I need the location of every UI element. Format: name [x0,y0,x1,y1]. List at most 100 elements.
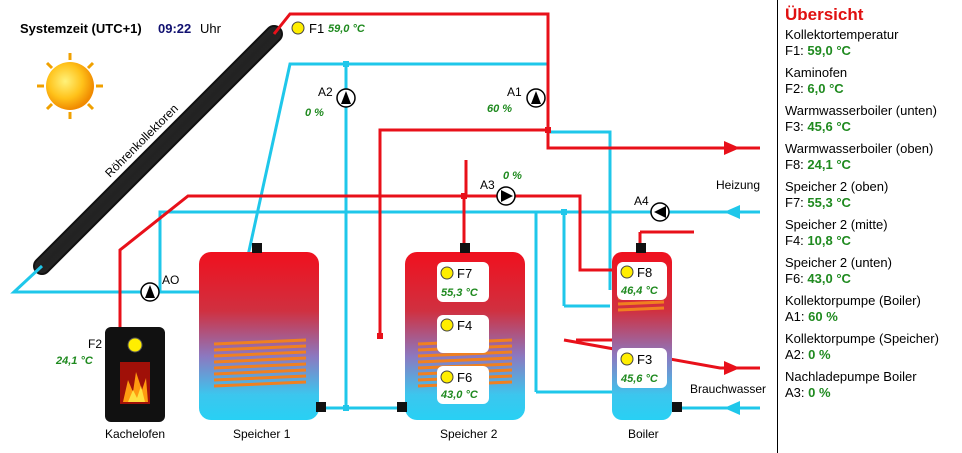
systemzeit-label: Systemzeit (UTC+1) [20,21,142,36]
time-unit: Uhr [200,21,222,36]
brauchwasser-label: Brauchwasser [690,382,766,396]
overview-item-value: 60 % [808,309,838,324]
sensor-f7-value: 55,3 °C [441,287,479,299]
sensor-f3-value: 45,6 °C [620,373,659,385]
sensor-f8-label: F8 [637,265,652,280]
overview-item-reading: F8: 24,1 °C [785,157,851,172]
pump-a2[interactable]: A2 0 % [305,85,356,119]
overview-item-reading: F3: 45,6 °C [785,119,851,134]
sensor-f7: F7 55,3 °C [437,262,489,302]
overview-item-title: Speicher 2 (mitte) [785,217,888,232]
brauchwasser-out-arrow [724,361,740,375]
pump-a3-value: 0 % [503,170,522,182]
sensor-f2-value: 24,1 °C [55,355,94,367]
overview-item-value: 55,3 °C [807,195,851,210]
sensor-f2-label: F2 [88,337,102,351]
sun-icon [37,53,103,119]
overview-item-key: F6: [785,271,804,286]
overview-item: Kollektorpumpe (Boiler)A1: 60 % [785,293,962,325]
overview-item-reading: F2: 6,0 °C [785,81,844,96]
sensor-f2: F2 24,1 °C [55,337,102,367]
overview-item-title: Kaminofen [785,65,848,80]
overview-item-key: F8: [785,157,804,172]
overview-item-title: Kollektorpumpe (Boiler) [785,293,921,308]
pump-a1[interactable]: A1 60 % [487,85,546,115]
pump-ao[interactable]: AO [140,273,179,302]
sensor-f1: F1 59,0 °C [291,21,366,36]
overview-item-title: Speicher 2 (unten) [785,255,892,270]
overview-item-value: 0 % [808,385,831,400]
overview-item-key: A1: [785,309,805,324]
overview-item-key: F7: [785,195,804,210]
roehrenkollektor: Röhrenkollektoren [33,25,283,275]
system-time: 09:22 [158,21,191,36]
overview-item: Warmwasserboiler (unten)F3: 45,6 °C [785,103,962,135]
sensor-f6-label: F6 [457,370,472,385]
overview-item-title: Kollektortemperatur [785,27,899,42]
pump-a1-value: 60 % [487,103,512,115]
overview-item-value: 0 % [808,347,831,362]
sensor-f3-label: F3 [637,352,652,367]
overview-item: Kollektorpumpe (Speicher)A2: 0 % [785,331,962,363]
sensor-f3: F3 45,6 °C [617,348,667,388]
overview-item-title: Speicher 2 (oben) [785,179,889,194]
overview-item-reading: F7: 55,3 °C [785,195,851,210]
pump-a1-label: A1 [507,85,522,99]
overview-item-value: 43,0 °C [807,271,851,286]
brauchwasser-in-arrow [724,401,740,415]
overview-item-value: 6,0 °C [807,81,844,96]
kachelofen-label: Kachelofen [105,427,165,441]
pump-a2-label: A2 [318,85,333,99]
overview-item-reading: A1: 60 % [785,309,838,324]
junctions [343,61,567,411]
sensor-f1-label: F1 [309,21,324,36]
overview-item-value: 59,0 °C [807,43,851,58]
overview-item-title: Warmwasserboiler (oben) [785,141,934,156]
speicher1-label: Speicher 1 [233,427,291,441]
overview-item: Warmwasserboiler (oben)F8: 24,1 °C [785,141,962,173]
heizung-out-arrow [724,141,740,155]
pump-a3[interactable]: A3 0 % [480,170,522,206]
overview-item-key: F3: [785,119,804,134]
overview-item-key: A3: [785,385,805,400]
overview-item: Speicher 2 (unten)F6: 43,0 °C [785,255,962,287]
overview-item-key: F4: [785,233,804,248]
overview-item-reading: F1: 59,0 °C [785,43,851,58]
overview-item-reading: F6: 43,0 °C [785,271,851,286]
speicher1-tank: Speicher 1 [199,243,326,441]
overview-item-key: A2: [785,347,805,362]
sensor-f4-label: F4 [457,318,472,333]
overview-title: Übersicht [785,5,864,24]
overview-item-reading: F4: 10,8 °C [785,233,851,248]
overview-item-value: 10,8 °C [807,233,851,248]
sensor-f6-value: 43,0 °C [440,389,479,401]
sensor-f1-value: 59,0 °C [328,23,366,35]
overview-item-reading: A3: 0 % [785,385,831,400]
pump-a4[interactable]: A4 [634,194,670,222]
boiler-label: Boiler [628,427,659,441]
pump-a4-label: A4 [634,194,649,208]
overview-item-title: Kollektorpumpe (Speicher) [785,331,939,346]
overview-item-key: F1: [785,43,804,58]
sensor-f8: F8 46,4 °C [617,262,667,300]
heizung-return-arrow [724,205,740,219]
overview-item-value: 45,6 °C [807,119,851,134]
pump-a3-label: A3 [480,178,495,192]
sensor-f4: F4 [437,315,489,353]
pump-a2-value: 0 % [305,107,324,119]
overview-item-value: 24,1 °C [807,157,851,172]
speicher2-label: Speicher 2 [440,427,498,441]
kachelofen-stove: Kachelofen [105,327,165,441]
sensor-f8-value: 46,4 °C [620,285,659,297]
heizung-label: Heizung [716,178,760,192]
overview-item-key: F2: [785,81,804,96]
pump-ao-label: AO [162,273,179,287]
overview-item-title: Warmwasserboiler (unten) [785,103,937,118]
sensor-f7-label: F7 [457,266,472,281]
overview-item: Speicher 2 (oben)F7: 55,3 °C [785,179,962,211]
